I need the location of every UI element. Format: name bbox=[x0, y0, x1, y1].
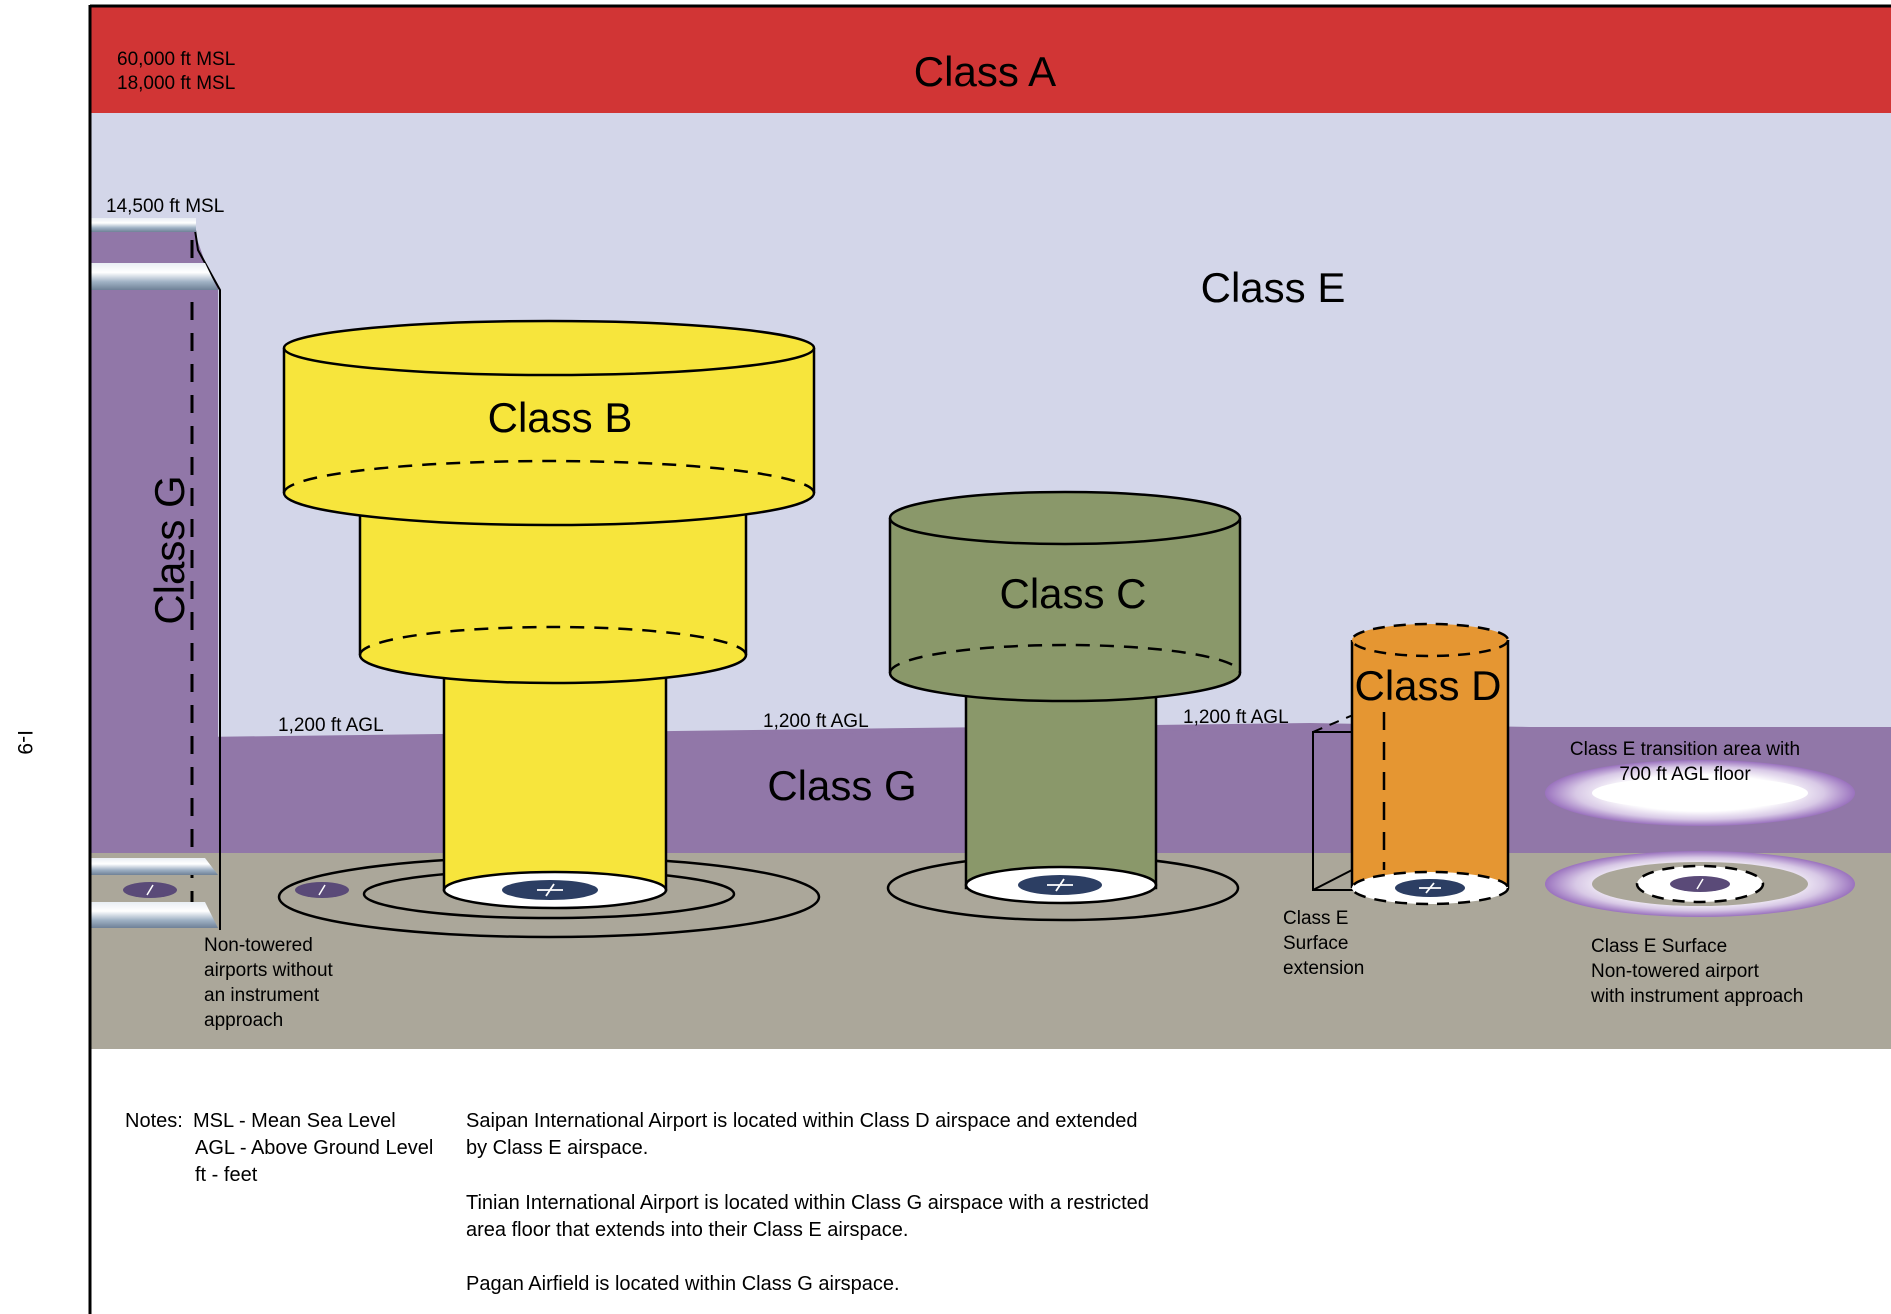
class-d-top-cap bbox=[1350, 622, 1510, 658]
surface-nontowered-label-line: Class E Surface bbox=[1591, 936, 1727, 957]
class-c-upper-base bbox=[888, 672, 1242, 703]
surface-extension-label-line: Class E bbox=[1283, 908, 1348, 929]
class-b-middle-base bbox=[358, 654, 748, 685]
airport-symbol-class-b bbox=[502, 880, 598, 900]
altitude-mountain: 14,500 ft MSL bbox=[106, 196, 224, 217]
class-a-label: Class A bbox=[914, 48, 1056, 95]
surface-nontowered-label-line: Non-towered airport bbox=[1591, 961, 1760, 982]
class-c-label: Class C bbox=[999, 570, 1146, 617]
class-g-mountain bbox=[90, 230, 218, 925]
surface-extension-box bbox=[1312, 869, 1353, 891]
airport-symbol-class-c bbox=[1018, 875, 1102, 895]
class-b-top-cap bbox=[282, 319, 816, 377]
note-tinian-line: Tinian International Airport is located … bbox=[466, 1192, 1149, 1214]
class-d-label: Class D bbox=[1354, 662, 1501, 709]
airport-symbol-nontowered bbox=[295, 882, 349, 898]
mountain-pipe bbox=[90, 218, 196, 232]
non-towered-label-line: Non-towered bbox=[204, 935, 313, 956]
surface-extension-label-line: extension bbox=[1283, 958, 1364, 979]
notes-definition: MSL - Mean Sea Level bbox=[193, 1110, 396, 1132]
agl-label-3: 1,200 ft AGL bbox=[1183, 707, 1289, 728]
airport-symbol-nontowered bbox=[123, 882, 177, 898]
notes-definition: ft - feet bbox=[195, 1164, 258, 1186]
class-c-top-cap bbox=[888, 490, 1242, 546]
non-towered-label-line: an instrument bbox=[204, 985, 320, 1006]
ground-pipe bbox=[90, 858, 218, 875]
class-g-vertical-label: Class G bbox=[146, 475, 193, 624]
class-e-label: Class E bbox=[1201, 264, 1346, 311]
altitude-class-a-floor: 18,000 ft MSL bbox=[117, 73, 235, 94]
notes-header: Notes: bbox=[125, 1110, 183, 1132]
note-saipan-line: Saipan International Airport is located … bbox=[466, 1110, 1138, 1132]
mountain-edge bbox=[194, 229, 221, 930]
agl-label-2: 1,200 ft AGL bbox=[763, 711, 869, 732]
page-number: I-9 bbox=[13, 730, 36, 755]
surface-nontowered-label-line: with instrument approach bbox=[1590, 986, 1803, 1007]
class-g-middle-label: Class G bbox=[767, 762, 916, 809]
airport-symbol-class-d bbox=[1395, 879, 1465, 897]
note-saipan-line: by Class E airspace. bbox=[466, 1137, 648, 1159]
transition-area-label-line: Class E transition area with bbox=[1570, 739, 1800, 760]
class-b-middle-dashed bbox=[358, 625, 748, 656]
note-tinian-line: area floor that extends into their Class… bbox=[466, 1219, 908, 1241]
class-b-lower bbox=[442, 648, 668, 892]
surface-extension-label-line: Surface bbox=[1283, 933, 1348, 954]
class-c-upper-dashed bbox=[888, 643, 1242, 674]
transition-area-inner bbox=[1592, 777, 1808, 809]
class-a-band bbox=[90, 6, 1891, 113]
note-pagan: Pagan Airfield is located within Class G… bbox=[466, 1273, 900, 1295]
non-towered-label-line: approach bbox=[204, 1010, 283, 1031]
notes-definition: AGL - Above Ground Level bbox=[195, 1137, 433, 1159]
ground-pipe bbox=[90, 902, 218, 928]
transition-area-label-line: 700 ft AGL floor bbox=[1619, 764, 1751, 785]
class-b-top-base bbox=[282, 492, 816, 527]
class-c-lower bbox=[964, 668, 1158, 890]
class-d-cylinder bbox=[1352, 640, 1508, 888]
airport-symbol-class-e-surface bbox=[1670, 876, 1730, 892]
class-b-top-dashed bbox=[282, 459, 816, 494]
class-b-label: Class B bbox=[488, 394, 633, 441]
agl-label-1: 1,200 ft AGL bbox=[278, 715, 384, 736]
mountain-pipe bbox=[90, 263, 218, 290]
altitude-top: 60,000 ft MSL bbox=[117, 49, 235, 70]
non-towered-label-line: airports without bbox=[204, 960, 334, 981]
